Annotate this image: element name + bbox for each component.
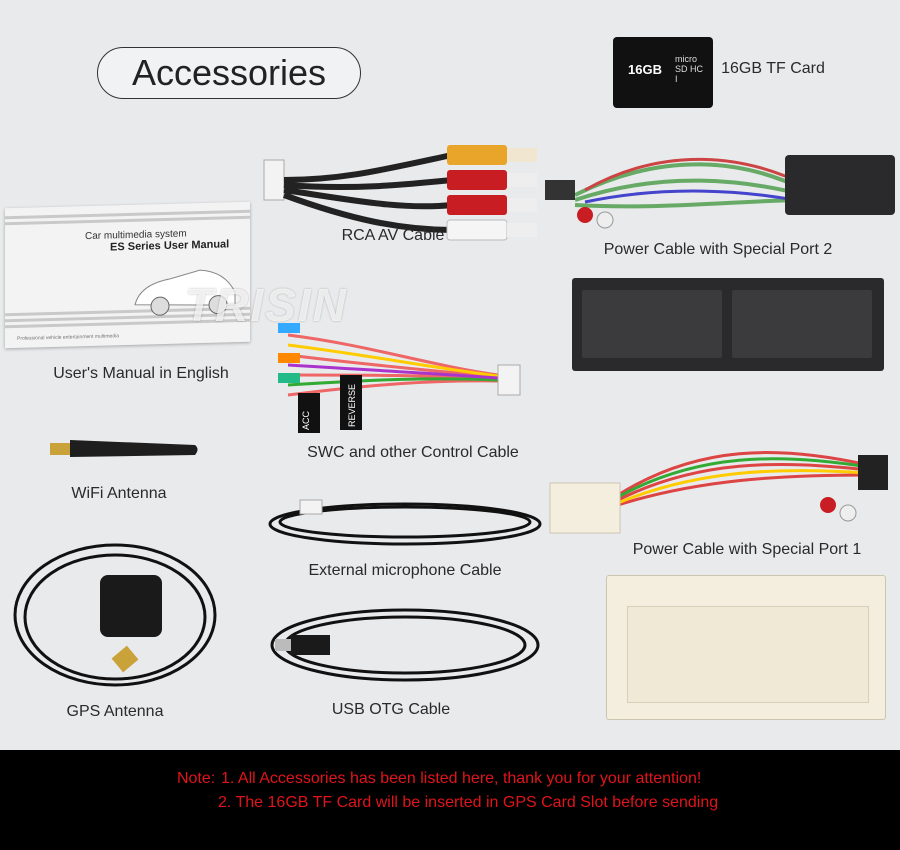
- black-connector-image: [572, 278, 884, 371]
- wifi-antenna-label: WiFi Antenna: [71, 485, 167, 502]
- external-microphone-cable-image: [268, 499, 542, 546]
- tf-card-capacity: 16GB: [628, 62, 662, 77]
- gps-antenna-image: [13, 543, 217, 687]
- car-icon: [134, 269, 236, 316]
- rca-av-cable-image: [263, 145, 537, 241]
- watermark-logo: TRISIN: [185, 279, 348, 331]
- tf-card-logo: micro SD HC I: [675, 54, 704, 84]
- page-title: Accessories: [97, 47, 361, 99]
- swc-control-cable-label: SWC and other Control Cable: [307, 444, 519, 461]
- tf-card-image: [613, 37, 713, 108]
- power-cable-port2-image: [545, 155, 895, 229]
- note-line-1: 1. All Accessories has been listed here,…: [221, 770, 702, 787]
- usb-otg-cable-label: USB OTG Cable: [331, 701, 451, 718]
- reverse-tag: REVERSE: [347, 384, 357, 427]
- white-connector-image: [606, 575, 886, 720]
- power-cable-port2-label: Power Cable with Special Port 2: [603, 241, 833, 258]
- user-manual-image: Car multimedia system ES Series User Man…: [5, 201, 250, 349]
- user-manual-label: User's Manual in English: [53, 365, 229, 382]
- note-line-2: 2. The 16GB TF Card will be inserted in …: [218, 794, 719, 811]
- wifi-antenna-image: [50, 440, 198, 457]
- note-bar: Note: 1. All Accessories has been listed…: [0, 750, 900, 850]
- manual-footer: Professional vehicle entertainment multi…: [17, 333, 119, 342]
- acc-tag: ACC: [301, 410, 311, 430]
- power-cable-port1-image: [549, 451, 888, 534]
- power-cable-port1-label: Power Cable with Special Port 1: [632, 541, 862, 558]
- note-prefix: Note:: [177, 770, 216, 787]
- external-microphone-cable-label: External microphone Cable: [308, 562, 502, 579]
- rca-av-cable-label: RCA AV Cable: [341, 227, 445, 244]
- usb-otg-cable-image: [270, 608, 540, 682]
- tf-card-label: 16GB TF Card: [721, 60, 825, 77]
- manual-title: ES Series User Manual: [110, 238, 230, 254]
- gps-antenna-label: GPS Antenna: [66, 703, 164, 720]
- swc-control-cable-image: ACC REVERSE: [278, 323, 521, 433]
